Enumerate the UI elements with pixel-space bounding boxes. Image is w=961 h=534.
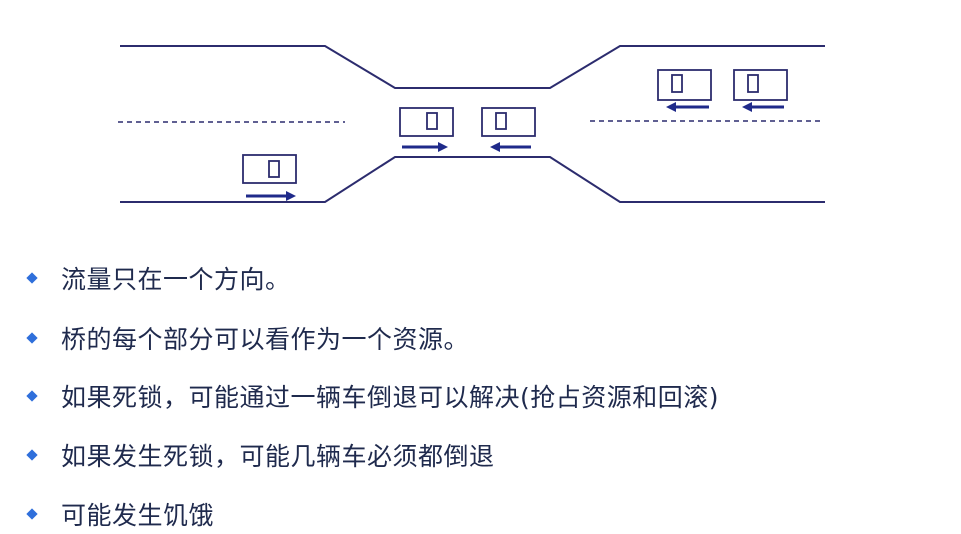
car-top-right-2 — [733, 69, 788, 101]
arrow-left-icon — [490, 142, 531, 152]
arrow-right-icon — [402, 142, 448, 152]
bullet-text: 桥的每个部分可以看作为一个资源。 — [61, 325, 470, 354]
arrow-left-icon — [666, 102, 709, 112]
road-top-edge — [120, 45, 825, 89]
arrow-right-icon — [246, 191, 296, 201]
bullet-item: 桥的每个部分可以看作为一个资源。 — [26, 318, 470, 358]
bullet-item: 可能发生饥饿 — [26, 494, 215, 534]
arrow-left-icon — [742, 102, 784, 112]
diamond-bullet-icon — [26, 449, 38, 461]
bullet-item: 如果死锁，可能通过一辆车倒退可以解决(抢占资源和回滚) — [26, 376, 720, 416]
car-bridge-left — [399, 107, 454, 137]
bullet-item: 如果发生死锁，可能几辆车必须都倒退 — [26, 435, 495, 475]
bullet-text: 可能发生饥饿 — [61, 501, 215, 530]
bridge-diagram — [118, 45, 825, 203]
road-bottom-edge — [120, 156, 825, 203]
bullet-text: 如果发生死锁，可能几辆车必须都倒退 — [61, 442, 495, 471]
bullet-text: 流量只在一个方向。 — [61, 265, 291, 294]
diamond-bullet-icon — [26, 508, 38, 520]
bullet-text: 如果死锁，可能通过一辆车倒退可以解决(抢占资源和回滚) — [61, 383, 720, 412]
diamond-bullet-icon — [26, 390, 38, 402]
diamond-bullet-icon — [26, 272, 38, 284]
bullet-item: 流量只在一个方向。 — [26, 258, 291, 298]
diamond-bullet-icon — [26, 332, 38, 344]
car-bottom-left — [242, 154, 297, 184]
car-bridge-right — [481, 107, 536, 137]
car-top-right-1 — [657, 69, 712, 101]
